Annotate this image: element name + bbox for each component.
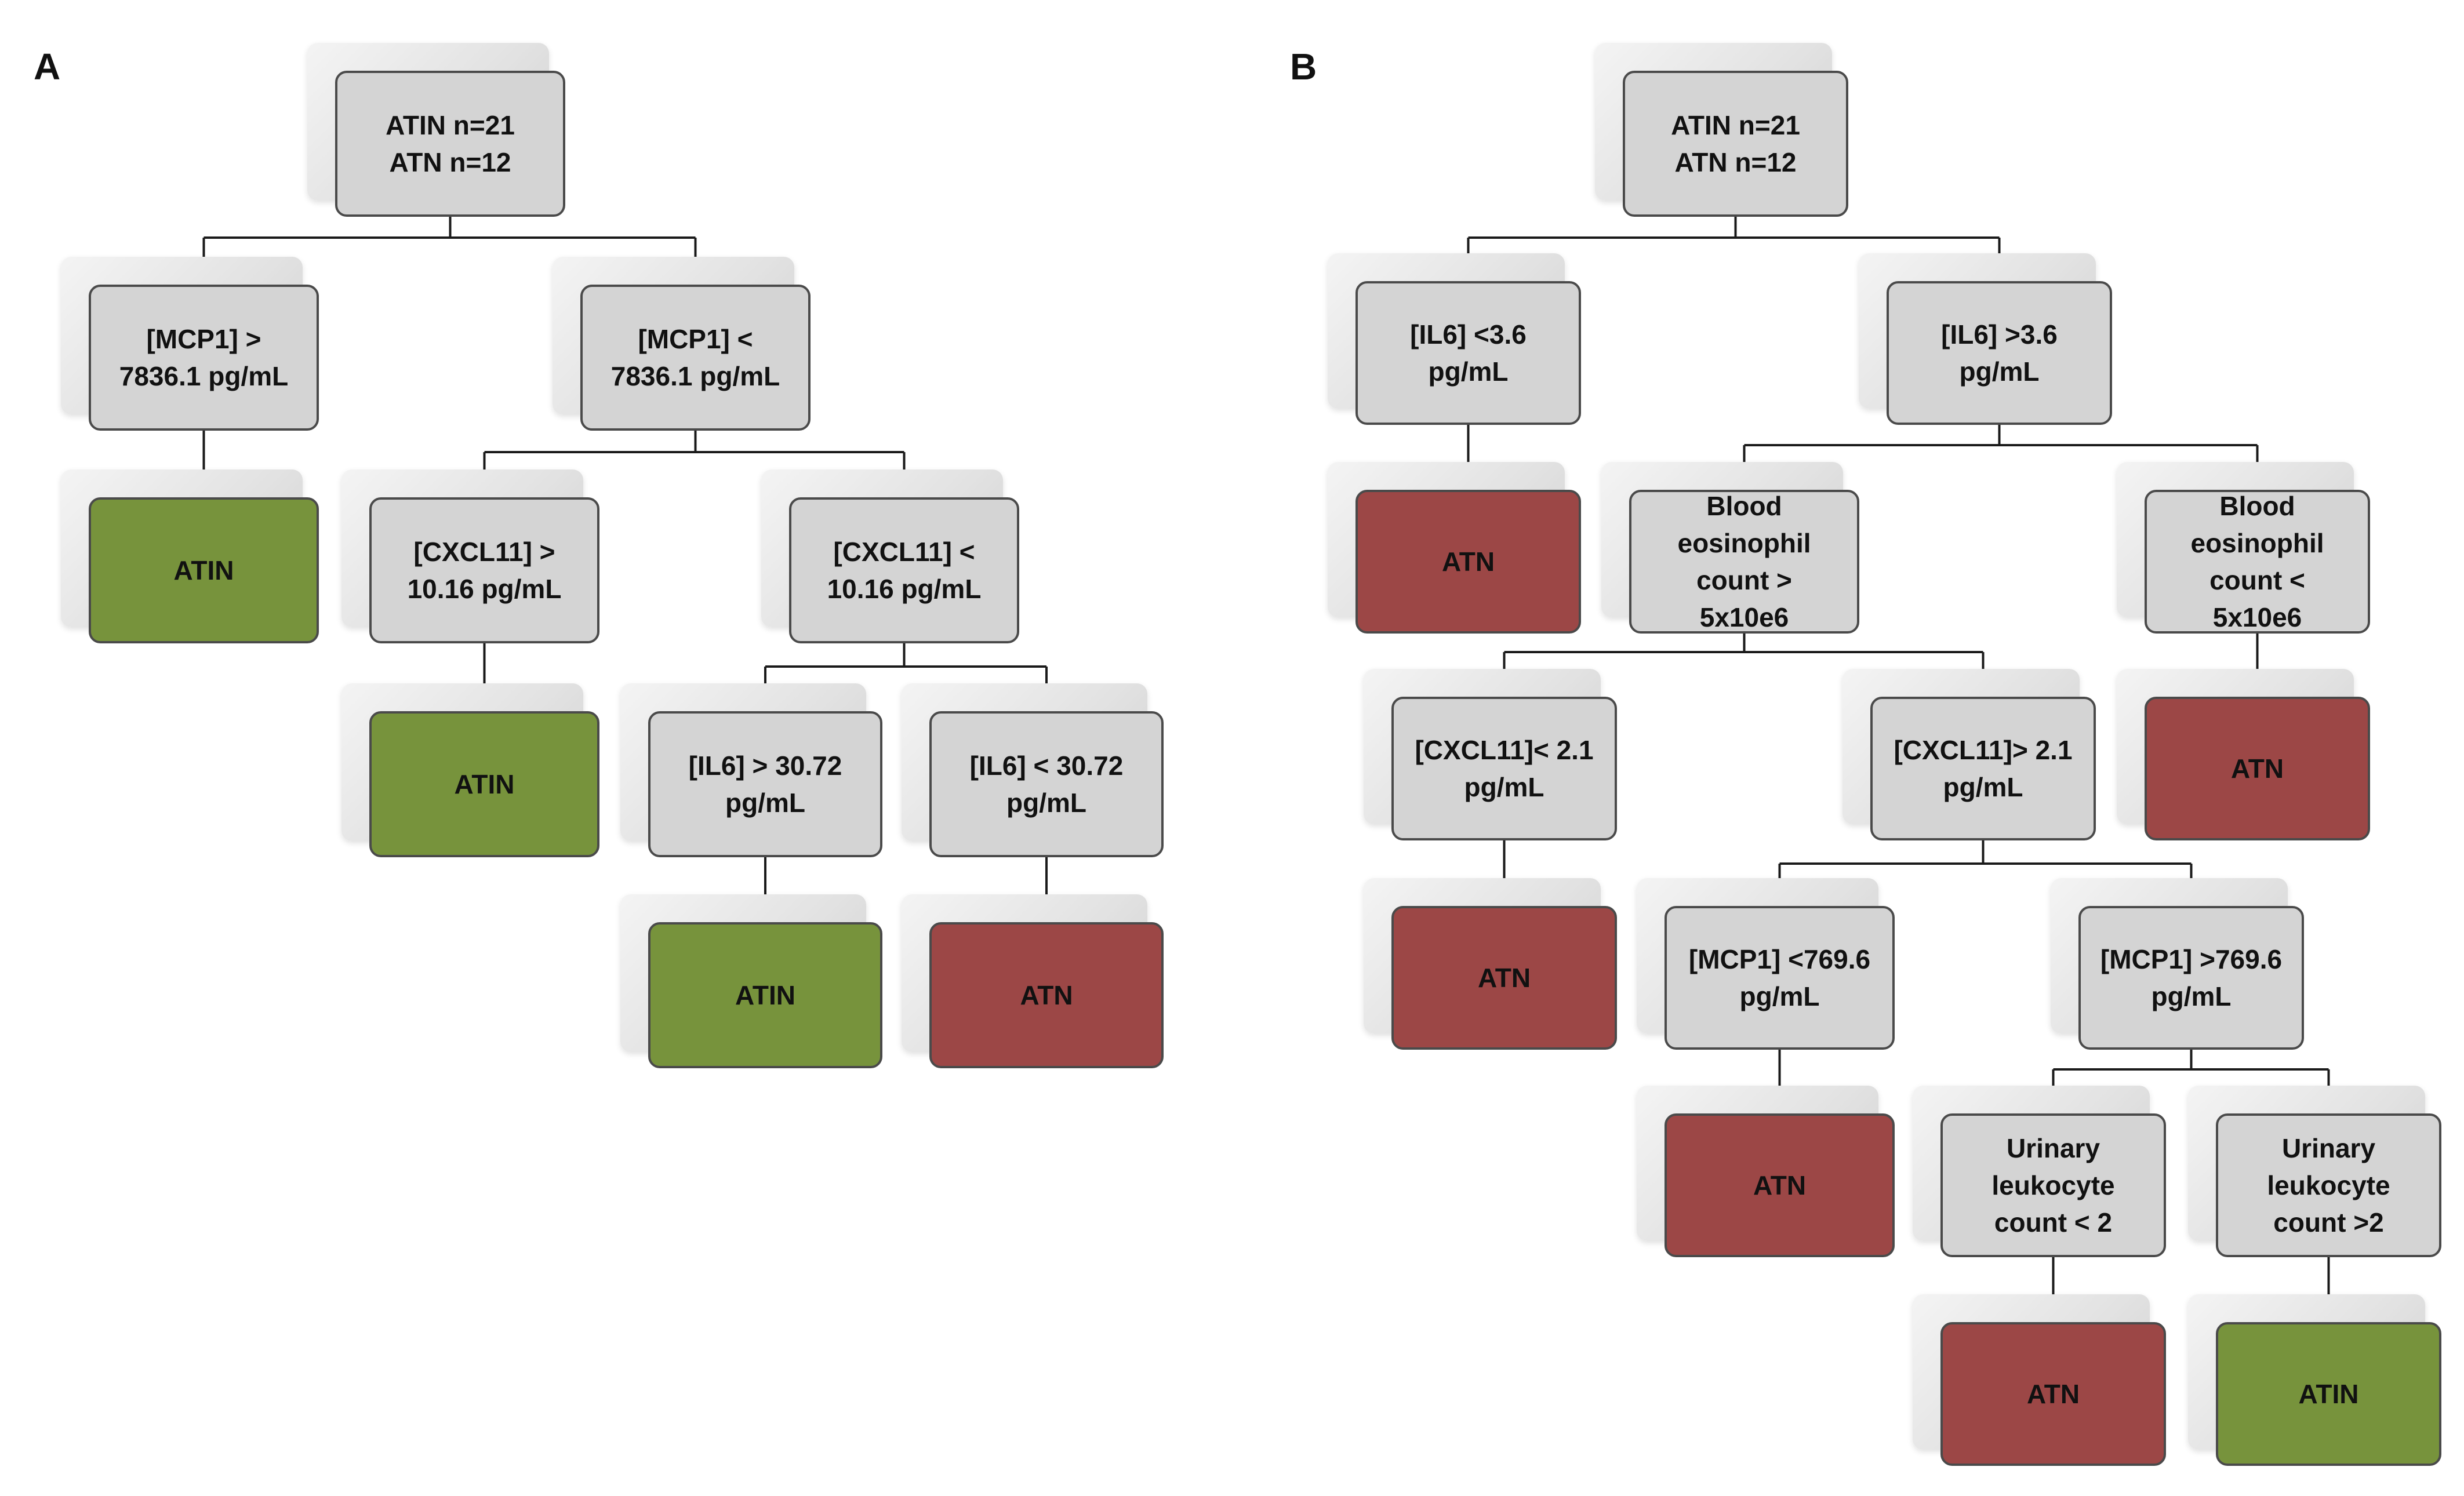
a-mcp1-high-node: [MCP1] > 7836.1 pg/mL (89, 285, 319, 431)
b-leaf-il6-low-node: ATN (1355, 490, 1581, 634)
a-leaf-il6-high-node: ATIN (648, 922, 882, 1068)
a-mcp1-low-node: [MCP1] < 7836.1 pg/mL (580, 285, 811, 431)
a-root-node: ATIN n=21 ATN n=12 (335, 71, 565, 217)
b-leuk-high-node: Urinary leukocyte count >2 (2216, 1113, 2441, 1257)
b-leaf-leuk-low-node: ATN (1940, 1322, 2166, 1466)
b-eos-high-node: Blood eosinophil count > 5x10e6 (1629, 490, 1859, 634)
a-il6-high-node: [IL6] > 30.72 pg/mL (648, 711, 882, 857)
b-mcp1-high-node: [MCP1] >769.6 pg/mL (2078, 906, 2304, 1050)
b-eos-low-node: Blood eosinophil count < 5x10e6 (2145, 490, 2370, 634)
b-il6-high-node: [IL6] >3.6 pg/mL (1887, 281, 2112, 425)
b-leuk-low-node: Urinary leukocyte count < 2 (1940, 1113, 2166, 1257)
b-mcp1-low-node: [MCP1] <769.6 pg/mL (1665, 906, 1895, 1050)
panel-b-label: B (1290, 46, 1317, 88)
a-cxcl11-high-node: [CXCL11] > 10.16 pg/mL (369, 497, 599, 643)
a-il6-low-node: [IL6] < 30.72 pg/mL (929, 711, 1164, 857)
a-leaf-cxcl11-high-node: ATIN (369, 711, 599, 857)
b-leaf-mcp1-low-node: ATN (1665, 1113, 1895, 1257)
panel-a-label: A (34, 46, 61, 88)
b-leaf-cxcl11-low-node: ATN (1391, 906, 1617, 1050)
b-cxcl11-low-node: [CXCL11]< 2.1 pg/mL (1391, 697, 1617, 840)
b-leaf-leuk-high-node: ATIN (2216, 1322, 2441, 1466)
b-il6-low-node: [IL6] <3.6 pg/mL (1355, 281, 1581, 425)
b-leaf-eos-low-node: ATN (2145, 697, 2370, 840)
b-cxcl11-high-node: [CXCL11]> 2.1 pg/mL (1870, 697, 2096, 840)
a-leaf-il6-low-node: ATN (929, 922, 1164, 1068)
a-cxcl11-low-node: [CXCL11] < 10.16 pg/mL (789, 497, 1019, 643)
b-root-node: ATIN n=21 ATN n=12 (1623, 71, 1848, 217)
a-leaf-mcp1-high-node: ATIN (89, 497, 319, 643)
